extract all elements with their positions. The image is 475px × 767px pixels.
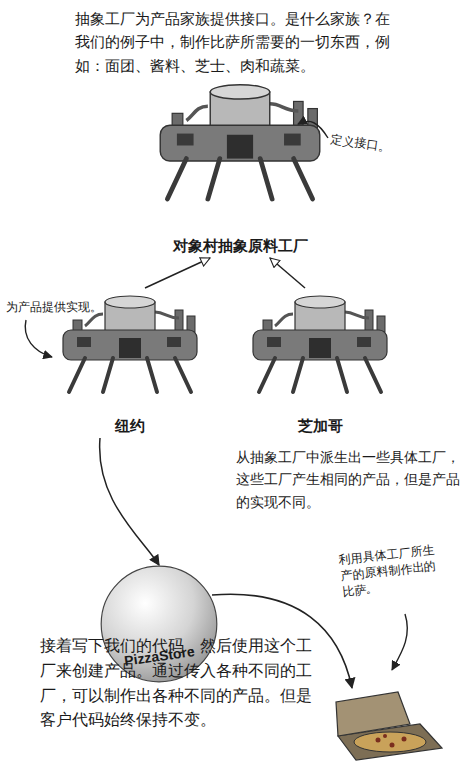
factory-node: 芝加哥 — [245, 288, 395, 438]
callout-arrow — [392, 614, 407, 670]
intro-note: 抽象工厂为产品家族提供接口。是什么家族？在我们的例子中，制作比萨所需要的一切东西… — [75, 10, 390, 75]
factory-label: 对象村抽象原料工厂 — [169, 237, 312, 257]
inheritance-arrow — [145, 258, 210, 288]
callout-arrow — [298, 121, 328, 138]
pizza-box-drawing — [336, 692, 442, 760]
callout-note: 利用具体工厂所生产的原料制作出的比萨。 — [338, 543, 437, 599]
callout-arrow — [25, 320, 52, 357]
callout-note: 为产品提供实现。 — [6, 300, 102, 314]
callout-note: 定义接口。 — [330, 132, 391, 154]
factory-drawing — [253, 296, 387, 392]
flow-arrow — [100, 438, 159, 565]
factory-label: 芝加哥 — [294, 417, 347, 437]
factory-node: 对象村抽象原料工厂 — [140, 78, 340, 258]
factory-label: 纽约 — [111, 417, 149, 437]
explain-note: 接着写下我们的代码，然后使用这个工厂来创建产品。通过传入各种不同的工厂，可以制作… — [40, 637, 312, 729]
factory-drawing — [160, 85, 320, 199]
explain-note: 从抽象工厂中派生出一些具体工厂，这些工厂产生相同的产品，但是产品的实现不同。 — [236, 449, 460, 510]
inheritance-arrow — [270, 258, 305, 288]
